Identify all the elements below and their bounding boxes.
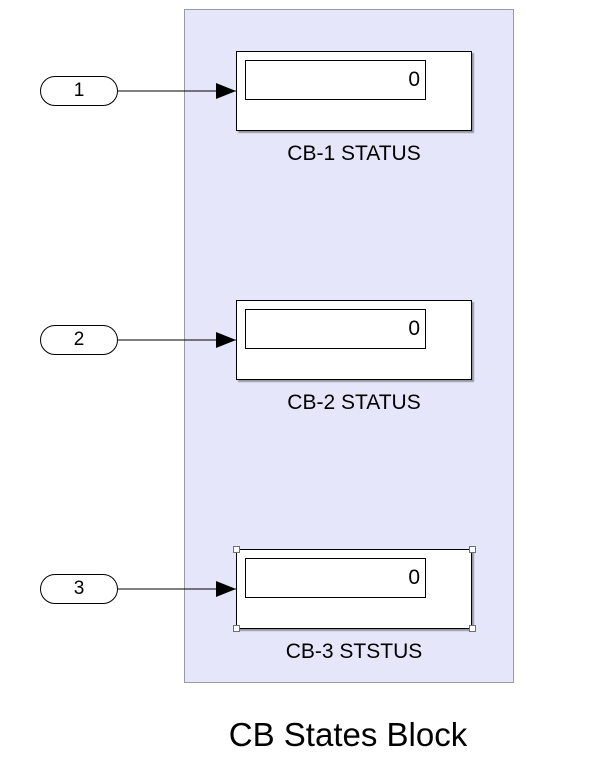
display-value-cb3: 0: [245, 558, 426, 598]
display-block-cb2[interactable]: 0: [236, 300, 472, 380]
inport-1[interactable]: 1: [40, 76, 118, 106]
display-block-cb3[interactable]: 0: [236, 549, 472, 629]
selection-handle-bottom-right[interactable]: [469, 625, 476, 632]
block-label-cb3[interactable]: CB-3 STSTUS: [285, 640, 423, 663]
display-block-cb1[interactable]: 0: [236, 51, 472, 131]
selection-handle-bottom-left[interactable]: [233, 625, 240, 632]
selection-handle-top-right[interactable]: [469, 546, 476, 553]
subsystem-name[interactable]: CB States Block: [228, 716, 468, 753]
block-label-cb2[interactable]: CB-2 STATUS: [287, 391, 421, 414]
selection-handle-top-left[interactable]: [233, 546, 240, 553]
block-label-cb1[interactable]: CB-1 STATUS: [287, 142, 421, 165]
display-value-cb2: 0: [245, 309, 426, 349]
display-value-cb1: 0: [245, 60, 426, 100]
inport-2[interactable]: 2: [40, 325, 118, 355]
inport-3[interactable]: 3: [40, 574, 118, 604]
